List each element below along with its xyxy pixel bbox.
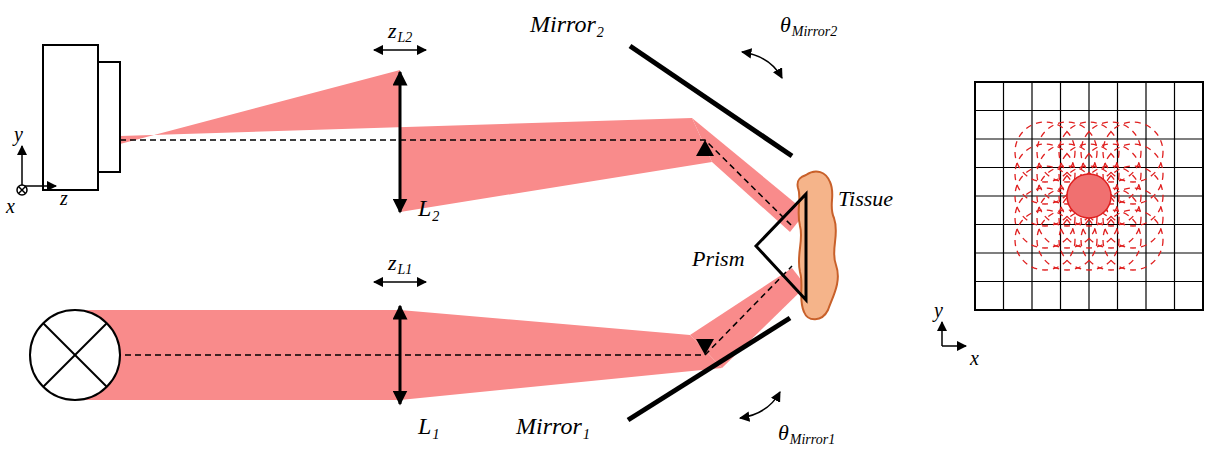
grid-line [1117, 82, 1118, 310]
translation-label: z [388, 252, 397, 274]
translation-label: z [388, 20, 397, 42]
axis-label: y [14, 124, 23, 144]
illumination-spots [1015, 122, 1163, 270]
camera [43, 45, 120, 190]
prism-label: Prism [692, 248, 745, 270]
spot-outline [1103, 188, 1163, 248]
lamp [30, 310, 120, 400]
axis-label: z [60, 188, 68, 208]
optical-axis [75, 140, 792, 355]
grid-line [975, 252, 1203, 253]
angle-label: θ [778, 422, 789, 444]
axis-label: y [934, 300, 943, 320]
grid-line [1174, 82, 1175, 310]
subscript: L1 [398, 263, 413, 277]
subscript: Mirror1 [790, 433, 835, 447]
grid-line [975, 281, 1203, 282]
light-beam [75, 70, 806, 400]
axis-label: x [6, 196, 15, 216]
detector-grid [975, 82, 1203, 310]
grid-line [975, 224, 1203, 225]
angle-label: θ [780, 14, 791, 36]
lens-label: L₂ [418, 196, 440, 220]
spot-outline [1103, 210, 1163, 270]
spot-outline [1103, 144, 1163, 204]
mirror-label: Mirror₁ [516, 414, 590, 438]
spot-outline [1103, 166, 1163, 226]
center-spot [1067, 174, 1111, 218]
tissue-label: Tissue [838, 188, 893, 210]
axis-label: x [970, 348, 979, 368]
subscript: Mirror2 [792, 25, 837, 39]
translation-arrow [374, 50, 426, 282]
grid-border [975, 82, 1203, 310]
subscript: L2 [398, 31, 413, 45]
lens [399, 72, 402, 404]
mirror-label: Mirror₂ [530, 12, 604, 36]
grid-line [1145, 82, 1146, 310]
rotation-arrow [740, 52, 782, 418]
lens-label: L₁ [418, 414, 440, 438]
mirror [628, 46, 792, 420]
spot-outline [1103, 122, 1163, 182]
axes [17, 146, 966, 346]
spot-outline [1059, 166, 1119, 226]
prism [756, 194, 806, 300]
